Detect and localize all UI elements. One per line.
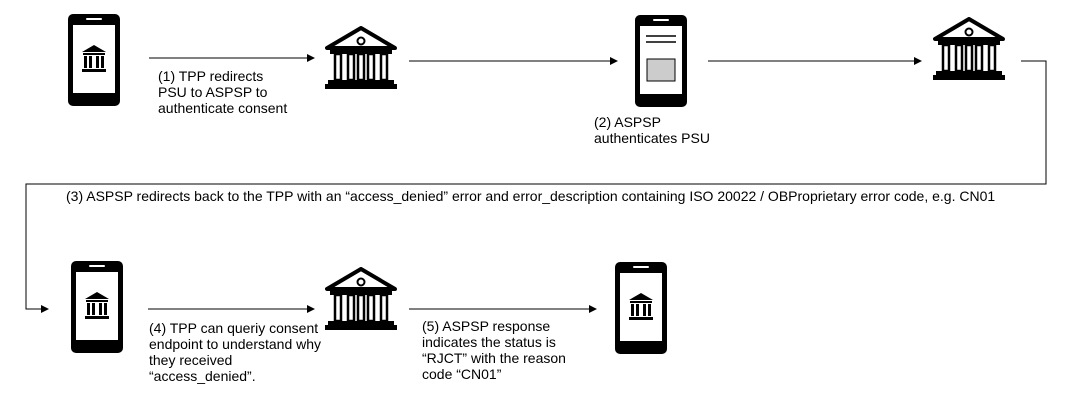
arrow-redirect-back: [25, 60, 1047, 313]
step2-label: (2) ASPSP authenticates PSU: [594, 114, 710, 146]
step1-label: (1) TPP redirects PSU to ASPSP to authen…: [158, 68, 288, 116]
step5-label: (5) ASPSP response indicates the status …: [422, 318, 566, 382]
phone-with-bank-icon: [615, 262, 667, 354]
phone-with-bank-icon: [68, 14, 120, 106]
bank-icon: [325, 26, 397, 90]
bank-icon: [933, 17, 1005, 81]
phone-with-form-icon: [635, 15, 687, 107]
bank-icon: [325, 267, 397, 331]
step3-label: (3) ASPSP redirects back to the TPP with…: [66, 188, 996, 204]
phone-with-bank-icon: [71, 261, 123, 353]
step4-label: (4) TPP can queriy consent endpoint to u…: [149, 320, 322, 384]
